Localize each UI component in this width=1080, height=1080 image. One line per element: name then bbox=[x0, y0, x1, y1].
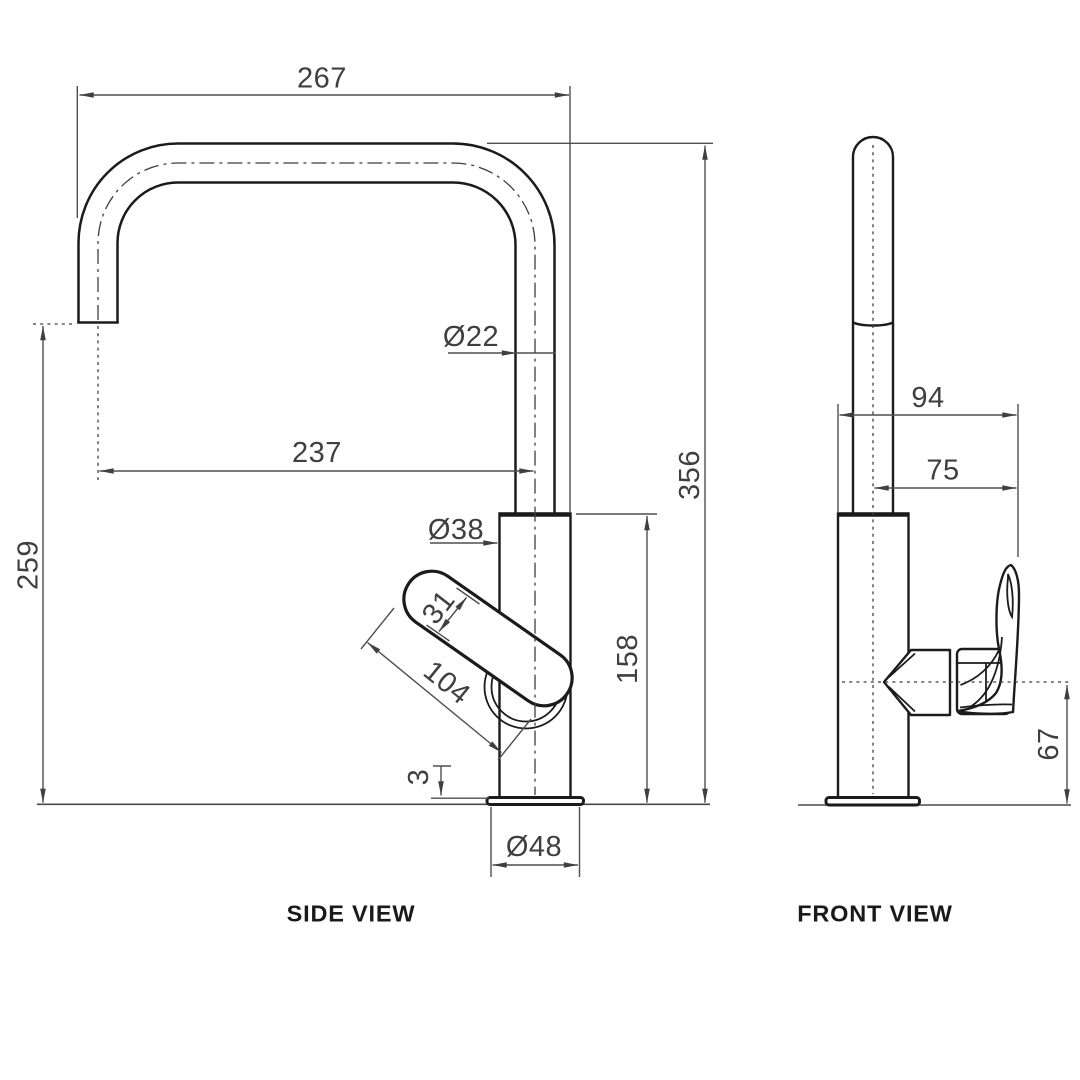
dim-handle-height-above-base-label: 67 bbox=[1033, 727, 1065, 760]
dim-body-height: 158 bbox=[576, 513, 657, 803]
dim-body-diameter: Ø38 bbox=[428, 514, 498, 546]
dim-body-height-label: 158 bbox=[612, 634, 644, 684]
dim-handle-reach-overall-label: 94 bbox=[911, 382, 944, 414]
dim-body-diameter-label: Ø38 bbox=[428, 514, 484, 546]
dim-base-diameter-label: Ø48 bbox=[506, 831, 562, 863]
dim-handle-length-label: 104 bbox=[417, 655, 476, 711]
dim-base-diameter: Ø48 bbox=[490, 807, 581, 877]
dim-handle-reach-from-center: 75 bbox=[874, 455, 1017, 491]
dim-handle-reach-overall: 94 bbox=[837, 382, 1019, 557]
dim-spout-tube-diameter-label: Ø22 bbox=[443, 321, 499, 353]
side-view-title: SIDE VIEW bbox=[287, 901, 416, 927]
dim-overall-reach-label: 267 bbox=[297, 63, 347, 95]
dim-overall-reach: 267 bbox=[76, 63, 571, 513]
base-flange bbox=[485, 796, 585, 806]
front-view-title: FRONT VIEW bbox=[797, 901, 953, 927]
dim-outlet-height-label: 259 bbox=[13, 540, 45, 590]
dim-handle-height-above-base: 67 bbox=[1033, 685, 1070, 804]
dim-outlet-reach-label: 237 bbox=[292, 437, 342, 469]
dim-baseplate-height: 3 bbox=[403, 765, 489, 799]
dim-overall-height-label: 356 bbox=[674, 450, 706, 500]
dim-spout-tube-diameter: Ø22 bbox=[443, 321, 556, 356]
dim-outlet-height: 259 bbox=[13, 323, 76, 803]
handle-lever-front bbox=[956, 563, 1021, 715]
dim-outlet-reach: 237 bbox=[99, 437, 534, 474]
front-view bbox=[798, 135, 1071, 807]
pipe-centerline bbox=[97, 162, 536, 795]
dim-overall-height: 356 bbox=[487, 142, 713, 803]
dim-handle-reach-from-center-label: 75 bbox=[926, 455, 959, 487]
side-view bbox=[37, 142, 710, 806]
dim-baseplate-height-label: 3 bbox=[403, 769, 435, 786]
base-flange-front bbox=[824, 796, 921, 807]
